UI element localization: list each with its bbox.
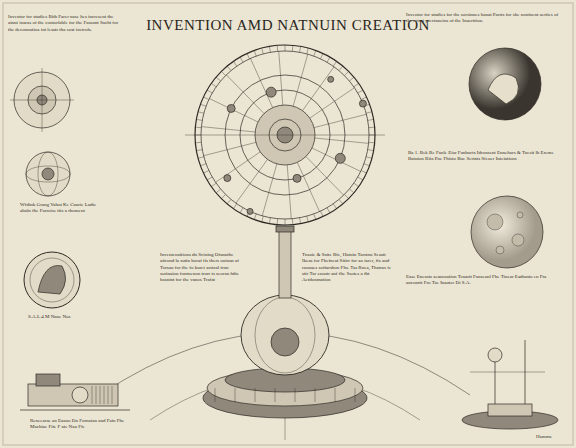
- left-lens: [24, 252, 80, 308]
- note-text: Inventenaitions dn Scining Ofannthe aitr…: [160, 252, 248, 283]
- glass-vessel: [100, 225, 470, 440]
- left-machine: [20, 374, 130, 410]
- page-frame: [3, 3, 573, 445]
- note-text: Inventor for studies Bith Farer nase hes…: [8, 14, 120, 33]
- note-text: Reneearae an Eaauo Dn Fornaian and Fain …: [30, 418, 130, 431]
- note-text: Tnsaie & Saite Bfe, Hatnin Tarstnn Sesat…: [302, 252, 392, 283]
- note-text: Inventor for studies for the sorsinnes h…: [406, 12, 564, 25]
- left-globe: [26, 152, 70, 196]
- note-text: Ease Eneasts seanosation Tenartt Fansean…: [406, 274, 556, 287]
- note-text: Hamms: [536, 434, 570, 440]
- left-disc: [10, 68, 74, 132]
- title: INVENTION AMD NATNUIN CREATION: [146, 17, 430, 34]
- figure-caption: S.A.L.4 M Nane Nos: [28, 314, 98, 320]
- note-text: Ba 1. Bek Be Fanle Eiar Fanbacts Idronse…: [408, 150, 564, 163]
- right-apparatus: [462, 340, 558, 429]
- moon-sphere: [471, 196, 543, 268]
- dark-sphere: [469, 48, 541, 120]
- orrery-wheel: [185, 45, 385, 225]
- note-text: Wfdink Grang Vahot Ke Canrie Ladte abaln…: [20, 202, 106, 215]
